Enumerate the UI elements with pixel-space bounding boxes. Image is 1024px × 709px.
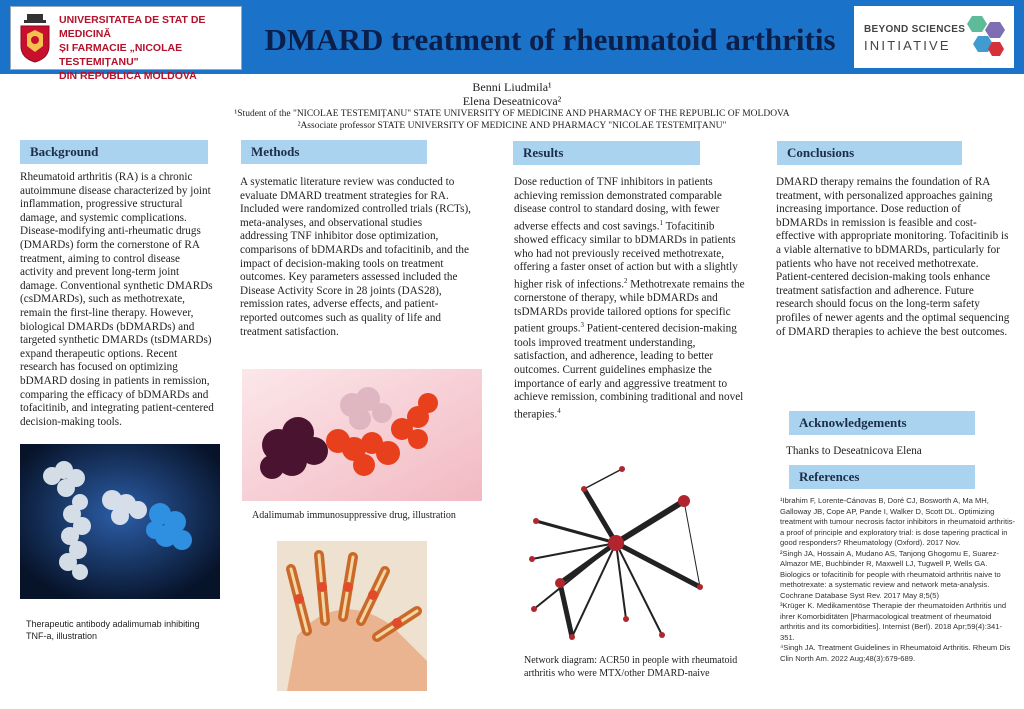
background-text: Rheumatoid arthritis (RA) is a chronic a… (20, 171, 214, 428)
university-logo: UNIVERSITATEA DE STAT DE MEDICINĂ ȘI FAR… (10, 6, 242, 82)
background-caption: Therapeutic antibody adalimumab inhibiti… (26, 619, 200, 641)
results-text: Dose reduction of TNF inhibitors in pati… (514, 176, 750, 422)
header-banner: UNIVERSITATEA DE STAT DE MEDICINĂ ȘI FAR… (0, 0, 1024, 82)
citation-4: 4 (557, 406, 561, 415)
hand-joints-illustration (277, 541, 427, 691)
reference-item: ²Singh JA, Hossain A, Mudano AS, Tanjong… (780, 548, 1001, 600)
references-heading: References (789, 465, 975, 489)
reference-item: ³Krüger K. Medikamentöse Therapie der rh… (780, 601, 1007, 642)
university-line-1: UNIVERSITATEA DE STAT DE MEDICINĂ (59, 14, 206, 40)
author-2: Elena Deseatnicova² (462, 94, 562, 108)
citation-1: 1 (659, 218, 664, 227)
citation-3: 3 (580, 321, 585, 330)
affiliation-2: ²Associate professor STATE UNIVERSITY OF… (297, 121, 727, 131)
results-p4: Patient-centered decision-making tools i… (514, 323, 744, 421)
molecule-icon (242, 369, 482, 501)
network-diagram (512, 459, 742, 649)
conclusions-text: DMARD therapy remains the foundation of … (776, 176, 1010, 338)
partner-line-1: BEYOND SCIENCES (864, 24, 966, 35)
methods-text: A systematic literature review was condu… (240, 176, 471, 338)
network-icon (529, 466, 703, 640)
university-name: UNIVERSITATEA DE STAT DE MEDICINĂ ȘI FAR… (59, 13, 237, 83)
acknowledgements-heading: Acknowledgements (789, 411, 975, 435)
author-block: Benni Liudmila¹ Elena Deseatnicova² ¹Stu… (0, 80, 1024, 132)
results-p1: Dose reduction of TNF inhibitors in pati… (514, 176, 722, 233)
methods-caption: Adalimumab immunosuppressive drug, illus… (252, 510, 456, 521)
results-p2: Tofacitinib showed efficacy similar to b… (514, 220, 738, 291)
results-heading: Results (513, 141, 700, 165)
partner-logo: BEYOND SCIENCES INITIATIVE (854, 6, 1014, 68)
conclusions-heading: Conclusions (777, 141, 962, 165)
background-heading: Background (20, 140, 208, 164)
author-1: Benni Liudmila¹ (472, 80, 552, 94)
university-line-2: ȘI FARMACIE „NICOLAE TESTEMIȚANU" (59, 42, 183, 68)
hand-icon (277, 541, 427, 691)
results-caption: Network diagram: ACR50 in people with rh… (524, 655, 738, 679)
methods-heading: Methods (241, 140, 427, 164)
partner-line-2: INITIATIVE (864, 38, 951, 53)
university-line-3: DIN REPUBLICA MOLDOVA (59, 70, 197, 82)
crest-icon (20, 14, 50, 63)
acknowledgements-text: Thanks to Deseatnicova Elena (786, 445, 922, 457)
antibody-icon (20, 444, 220, 599)
poster-title: DMARD treatment of rheumatoid arthritis (264, 22, 836, 57)
affiliation-1: ¹Student of the "NICOLAE TESTEMIȚANU" ST… (234, 109, 790, 119)
citation-2: 2 (624, 276, 628, 285)
reference-item: ⁴Singh JA. Treatment Guidelines in Rheum… (780, 643, 1011, 663)
antibody-illustration (20, 444, 220, 599)
references-list: ¹Ibrahim F, Lorente-Cánovas B, Doré CJ, … (780, 496, 1016, 664)
results-p3: Methotrexate remains the cornerstone of … (514, 278, 745, 336)
hexagon-icon (967, 16, 1005, 56)
reference-item: ¹Ibrahim F, Lorente-Cánovas B, Doré CJ, … (780, 496, 1016, 547)
adalimumab-illustration (242, 369, 482, 501)
